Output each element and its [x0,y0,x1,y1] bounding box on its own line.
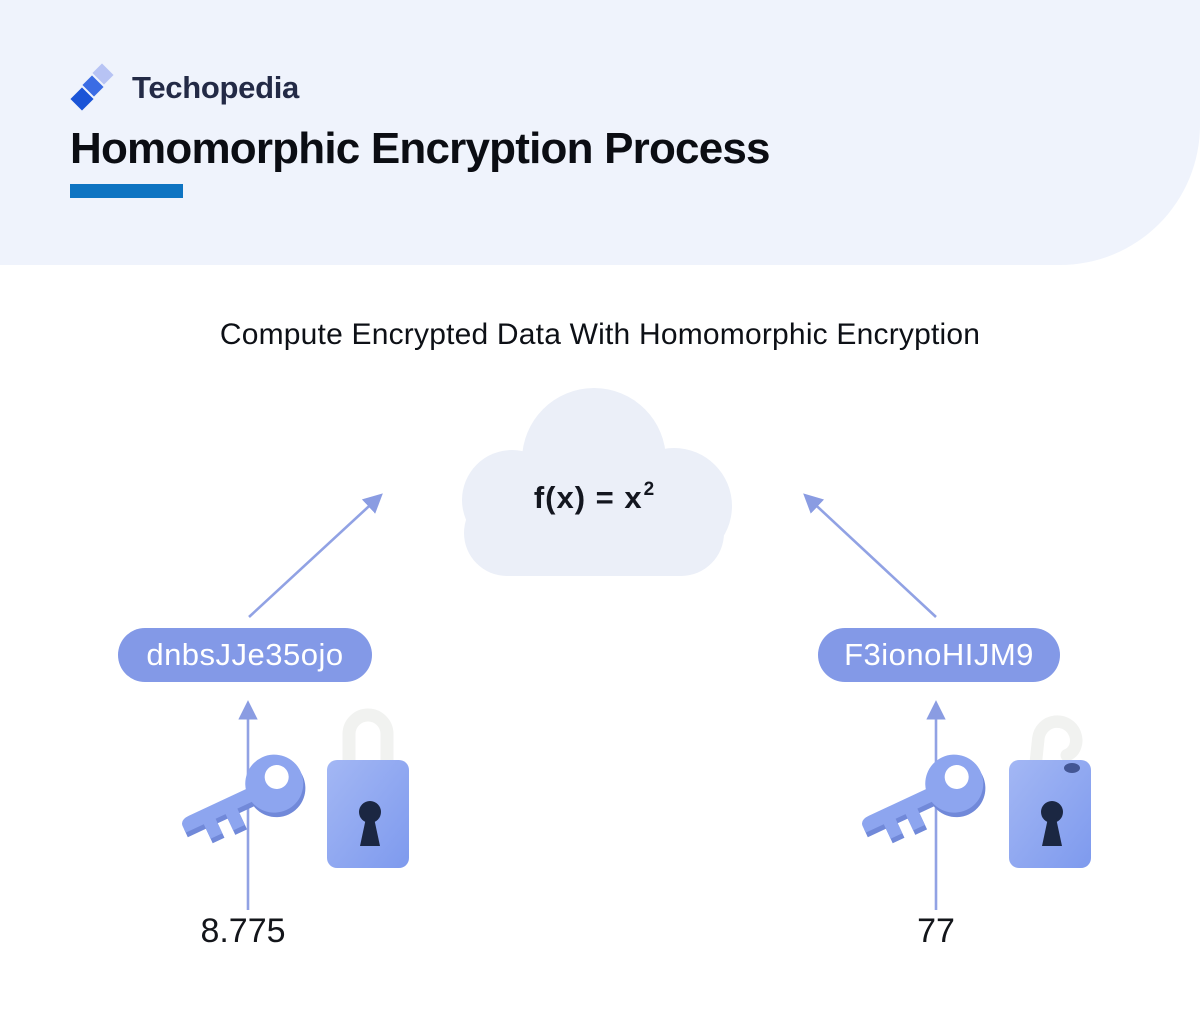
brand: Techopedia [68,62,299,114]
title-accent-bar [70,184,183,198]
key-icon [852,752,992,852]
cloud-formula: f(x) = x2 [448,478,740,516]
techopedia-logo-icon [68,62,116,114]
plaintext-value-right: 77 [917,912,955,950]
formula-base: f(x) = x [533,480,643,515]
up-arrow-icon [803,493,937,618]
page-title: Homomorphic Encryption Process [70,124,771,173]
locked-padlock-icon [327,708,409,868]
key-icon [172,752,312,852]
ciphertext-pill-right: F3ionoHIJM9 [818,628,1060,682]
diagram-subtitle: Compute Encrypted Data With Homomorphic … [219,318,981,351]
ciphertext-pill-left: dnbsJJe35ojo [118,628,372,682]
formula-exponent: 2 [643,478,656,500]
unlocked-padlock-icon [1009,715,1091,868]
computation-cloud: f(x) = x2 [448,382,740,576]
plaintext-value-left: 8.775 [200,912,286,950]
header-band: Techopedia Homomorphic Encryption Proces… [0,0,1200,265]
keyhole [359,801,381,846]
brand-name: Techopedia [132,70,299,105]
keyhole [1041,801,1063,846]
cloud-icon [462,388,732,576]
up-arrow-icon [248,493,383,618]
